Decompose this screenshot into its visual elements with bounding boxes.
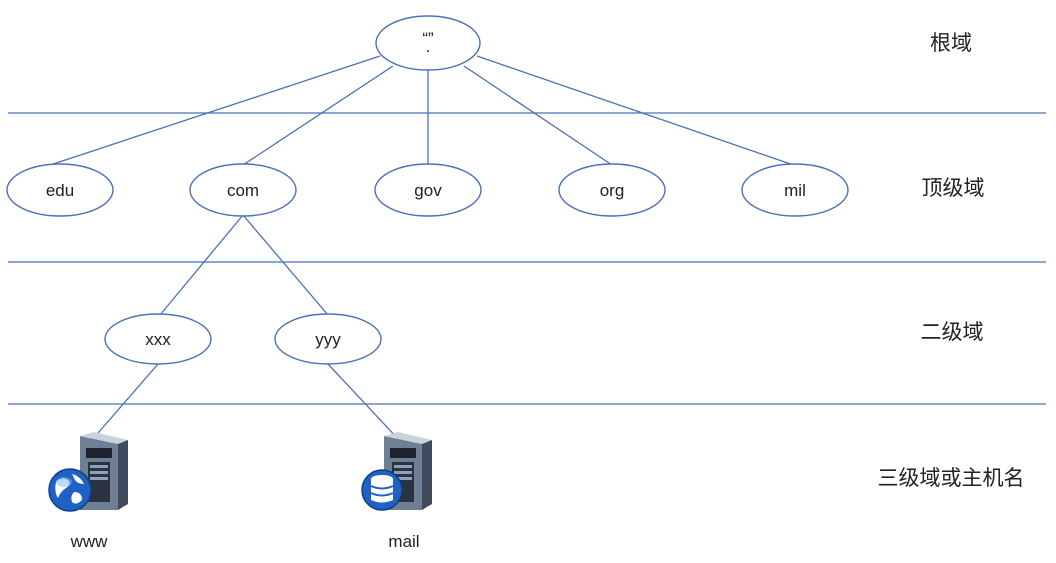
root-label-quotes: “” — [422, 29, 434, 48]
edge-com-xxx — [159, 214, 244, 316]
level-label-tld: 顶级域 — [922, 176, 985, 200]
tld-label-com: com — [227, 181, 259, 200]
tld-node-gov: gov — [374, 163, 482, 217]
tld-label-org: org — [600, 181, 625, 200]
level-label-root: 根域 — [930, 31, 972, 55]
tld-node-com: com — [189, 163, 297, 217]
sld-node-yyy: yyy — [274, 313, 382, 365]
host-label-www: www — [70, 532, 109, 551]
tld-node-edu: edu — [6, 163, 114, 217]
level-label-host: 三级域或主机名 — [878, 466, 1025, 490]
edge-root-mil — [476, 55, 809, 171]
tld-label-mil: mil — [784, 181, 806, 200]
edge-root-edu — [34, 55, 381, 171]
sld-label-yyy: yyy — [315, 330, 341, 349]
tld-node-org: org — [558, 163, 666, 217]
edge-com-yyy — [242, 214, 329, 316]
root-label-dot: . — [426, 37, 431, 56]
tld-label-gov: gov — [414, 181, 442, 200]
sld-label-xxx: xxx — [145, 330, 171, 349]
edge-root-com — [242, 65, 394, 166]
tld-label-edu: edu — [46, 181, 74, 200]
level-label-sld: 二级域 — [921, 320, 984, 344]
root-node: “” . — [375, 15, 481, 71]
tld-node-mil: mil — [741, 163, 849, 217]
host-label-mail: mail — [388, 532, 419, 551]
edge-yyy-mail — [327, 363, 400, 441]
edge-root-org — [463, 65, 613, 166]
web-server-icon — [48, 432, 128, 512]
sld-node-xxx: xxx — [104, 313, 212, 365]
database-server-icon — [361, 432, 432, 511]
edge-xxx-www — [91, 363, 159, 441]
